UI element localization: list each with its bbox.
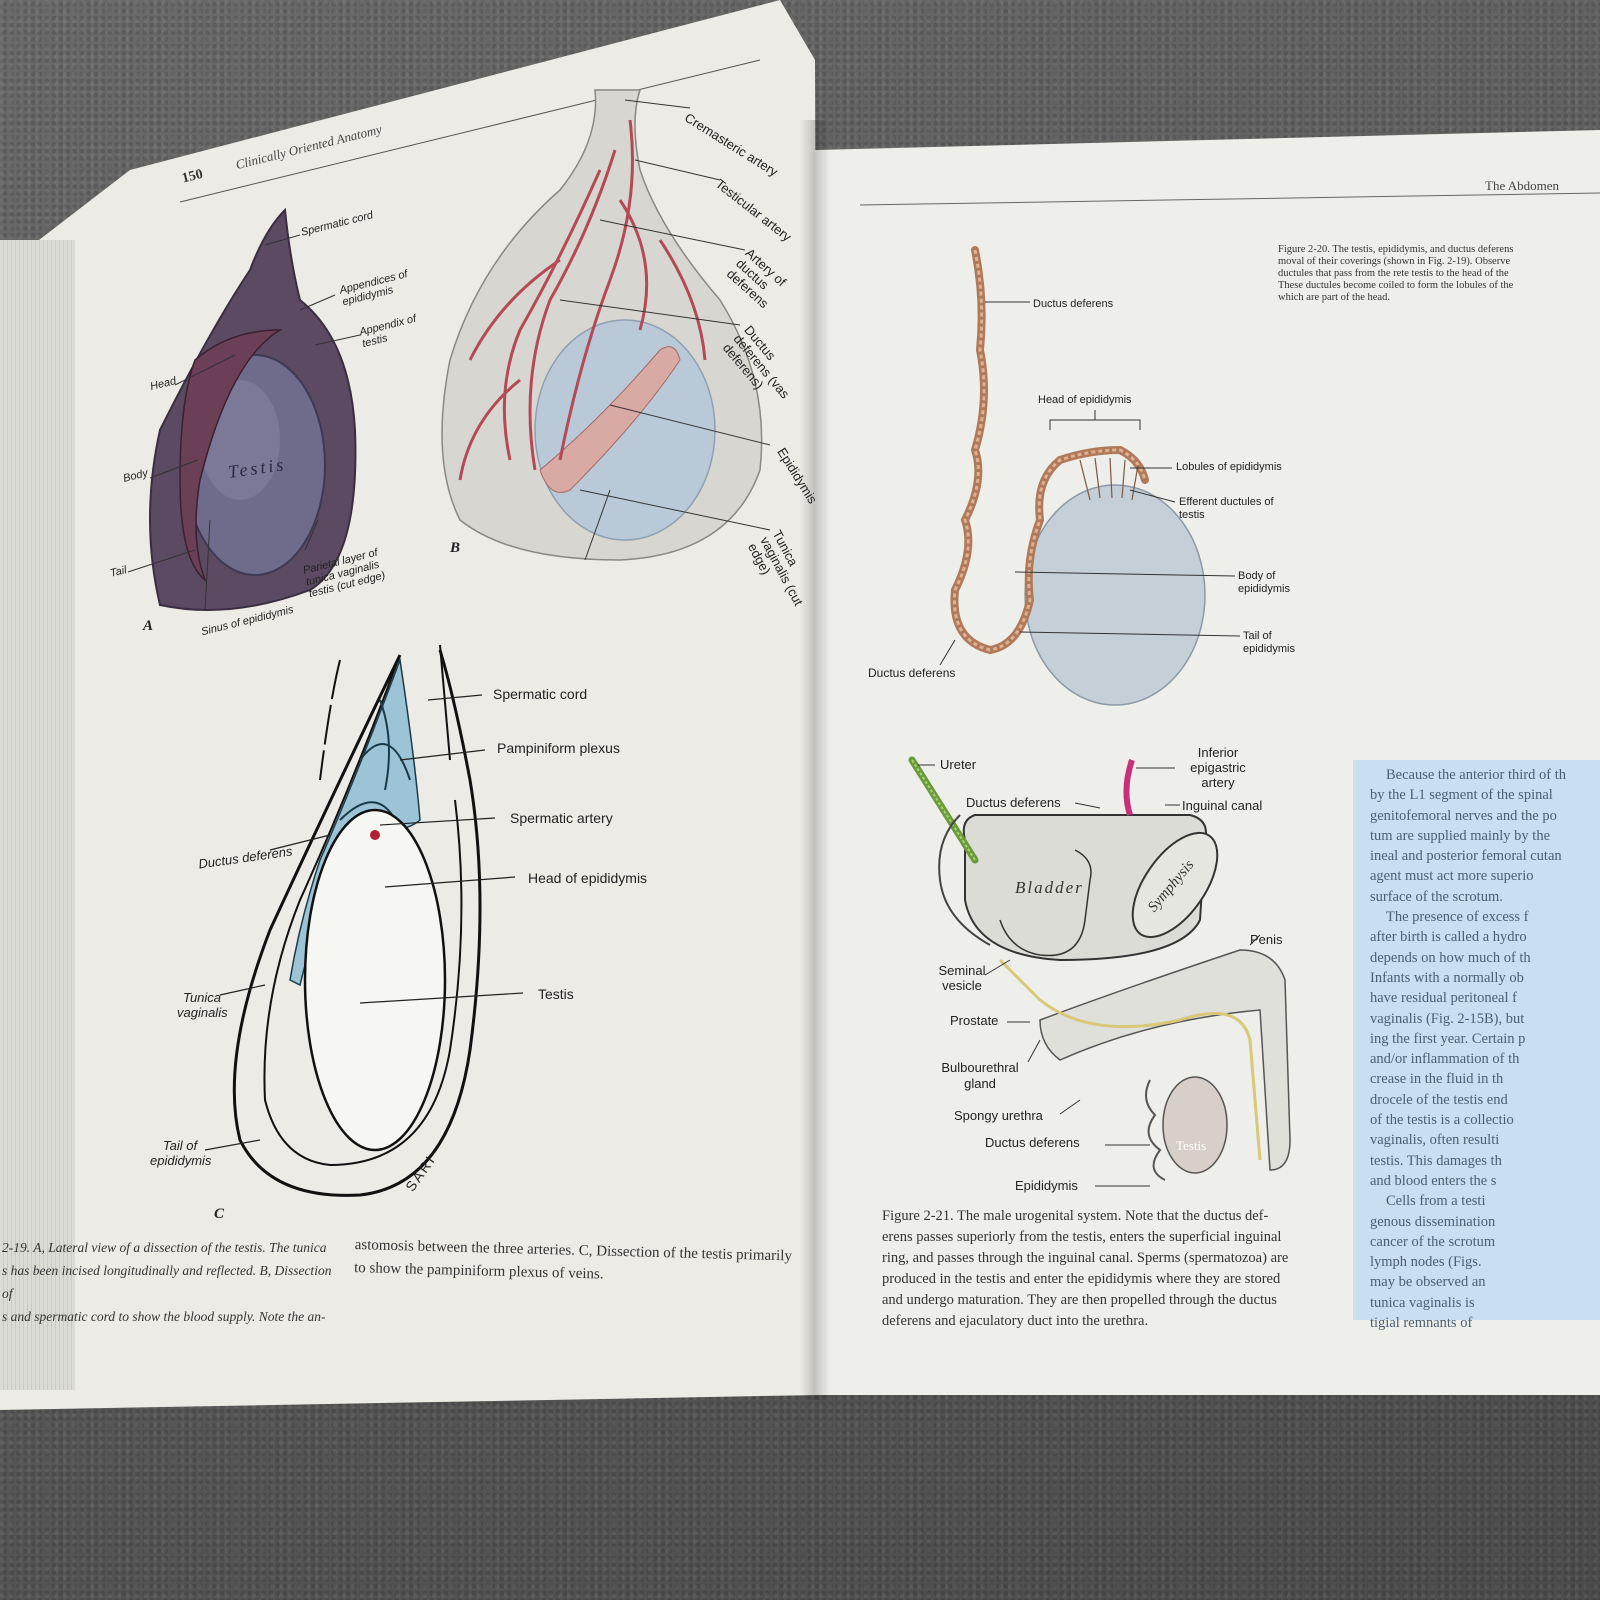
book-spine-shadow xyxy=(800,120,830,1400)
panel-b-letter: B xyxy=(450,540,461,556)
label-21-penis: Penis xyxy=(1250,932,1283,947)
label-c-pampiniform: Pampiniform plexus xyxy=(497,740,620,756)
label-21-ductus: Ductus deferens xyxy=(966,795,1061,810)
sidebar-line: The presence of excess f xyxy=(1386,909,1529,926)
label-20-tail: Tail of epididymis xyxy=(1243,630,1295,655)
sidebar-line: cancer of the scrotum xyxy=(1370,1233,1496,1250)
fig21-caption-line-4: produced in the testis and enter the epi… xyxy=(882,1271,1281,1287)
sidebar-line: Because the anterior third of th xyxy=(1386,767,1566,783)
sidebar-line: drocele of the testis end xyxy=(1370,1091,1508,1108)
fig21-organ-testis: Testis xyxy=(1176,1138,1207,1153)
sidebar-line: and blood enters the s xyxy=(1370,1172,1497,1189)
fig20-caption-line-3: ductules that pass from the rete testis … xyxy=(1278,268,1509,279)
label-c-tunica: Tunica vaginalis xyxy=(177,990,228,1020)
label-20-lobules: Lobules of epididymis xyxy=(1176,461,1282,473)
label-21-spongy: Spongy urethra xyxy=(954,1108,1043,1123)
label-21-ureter: Ureter xyxy=(940,757,977,772)
label-21-inguinal: Inguinal canal xyxy=(1182,798,1263,813)
label-21-ductus2: Ductus deferens xyxy=(985,1135,1080,1150)
label-20-head: Head of epididymis xyxy=(1038,394,1132,406)
label-20-ductus-bottom: Ductus deferens xyxy=(868,666,956,680)
figure-2-19-caption: 2-19. A, Lateral view of a dissection of… xyxy=(2,1236,332,1328)
panel-c-letter: C xyxy=(214,1206,225,1222)
label-c-testis: Testis xyxy=(538,986,574,1002)
fig21-caption-line-6: deferens and ejaculatory duct into the u… xyxy=(882,1313,1149,1329)
page-edges xyxy=(0,240,75,1390)
sidebar-line: vaginalis (Fig. 2-15B), but xyxy=(1370,1010,1525,1027)
sidebar-line: and/or inflammation of th xyxy=(1370,1051,1520,1068)
sidebar-line: Cells from a testi xyxy=(1386,1193,1486,1210)
caption-line-1: 2-19. A, Lateral view of a dissection of… xyxy=(2,1240,327,1255)
fig21-caption-line-2: erens passes superiorly from the testis,… xyxy=(882,1229,1282,1245)
label-c-head-epi: Head of epididymis xyxy=(528,870,648,886)
sidebar-line: ineal and posterior femoral cutan xyxy=(1370,848,1562,865)
sidebar-line: tunica vaginalis is xyxy=(1370,1294,1475,1311)
fig21-caption-line-5: and undergo maturation. They are then pr… xyxy=(882,1292,1277,1308)
figure-2-20-caption: Figure 2-20. The testis, epididymis, and… xyxy=(1278,244,1600,304)
sidebar-line: genitofemoral nerves and the po xyxy=(1370,807,1557,824)
label-c-tail: Tail of epididymis xyxy=(150,1138,212,1168)
sidebar-line: Infants with a normally ob xyxy=(1370,969,1524,986)
fig20-caption-line-2: moval of their coverings (shown in Fig. … xyxy=(1278,256,1511,267)
caption-line-2: s has been incised longitudinally and re… xyxy=(2,1263,332,1301)
running-head-right: The Abdomen xyxy=(1485,178,1560,193)
fig20-caption-line-1: Figure 2-20. The testis, epididymis, and… xyxy=(1278,244,1514,255)
fig20-caption-line-5: which are part of the head. xyxy=(1278,292,1390,303)
sidebar-line: ing the first year. Certain p xyxy=(1370,1030,1526,1047)
fig21-caption-line-1: Figure 2-21. The male urogenital system.… xyxy=(882,1208,1269,1224)
sidebar-line: depends on how much of th xyxy=(1370,949,1531,966)
figure-2-21-caption: Figure 2-21. The male urogenital system.… xyxy=(882,1206,1382,1332)
sidebar-line: agent must act more superio xyxy=(1370,868,1534,885)
label-20-efferent: Efferent ductules of testis xyxy=(1179,496,1274,521)
label-c-spermatic-artery: Spermatic artery xyxy=(510,810,613,826)
sidebar-line: genous dissemination xyxy=(1370,1213,1496,1230)
sidebar-line: testis. This damages th xyxy=(1370,1152,1502,1169)
label-c-spermatic-cord: Spermatic cord xyxy=(493,686,588,702)
sidebar-line: after birth is called a hydro xyxy=(1370,929,1527,946)
fig20-caption-line-4: These ductules become coiled to form the… xyxy=(1278,280,1514,291)
fig21-caption-line-3: ring, and passes through the inguinal ca… xyxy=(882,1250,1289,1266)
label-21-inferior-epigastric: Inferior epigastric artery xyxy=(1190,745,1246,790)
sidebar-line: surface of the scrotum. xyxy=(1370,888,1503,905)
label-20-body: Body of epididymis xyxy=(1238,570,1290,595)
sidebar-line: crease in the fluid in th xyxy=(1370,1071,1504,1088)
fig21-organ-bladder: Bladder xyxy=(1015,878,1084,897)
clinical-sidebar-text: Because the anterior third of th by the L… xyxy=(1370,765,1600,1333)
clinical-sidebar-box xyxy=(1353,760,1600,1320)
sidebar-line: lymph nodes (Figs. xyxy=(1370,1254,1482,1271)
sidebar-line: have residual peritoneal f xyxy=(1370,990,1517,1007)
label-21-bulbourethral: Bulbourethral gland xyxy=(941,1060,1019,1091)
caption-line-3: s and spermatic cord to show the blood s… xyxy=(2,1309,326,1324)
sidebar-line: vaginalis, often resulti xyxy=(1370,1132,1500,1149)
sidebar-line: tum are supplied mainly by the xyxy=(1370,827,1551,844)
sidebar-line: may be observed an xyxy=(1370,1274,1486,1291)
sidebar-line: by the L1 segment of the spinal xyxy=(1370,787,1553,804)
panel-a-letter: A xyxy=(143,618,154,634)
label-20-ductus-top: Ductus deferens xyxy=(1033,298,1114,310)
label-21-prostate: Prostate xyxy=(950,1013,999,1028)
sidebar-line: tigial remnants of xyxy=(1370,1315,1473,1332)
sidebar-line: of the testis is a collectio xyxy=(1370,1112,1514,1129)
label-21-seminal: Seminal vesicle xyxy=(938,963,986,993)
label-21-epididymis: Epididymis xyxy=(1015,1178,1078,1193)
